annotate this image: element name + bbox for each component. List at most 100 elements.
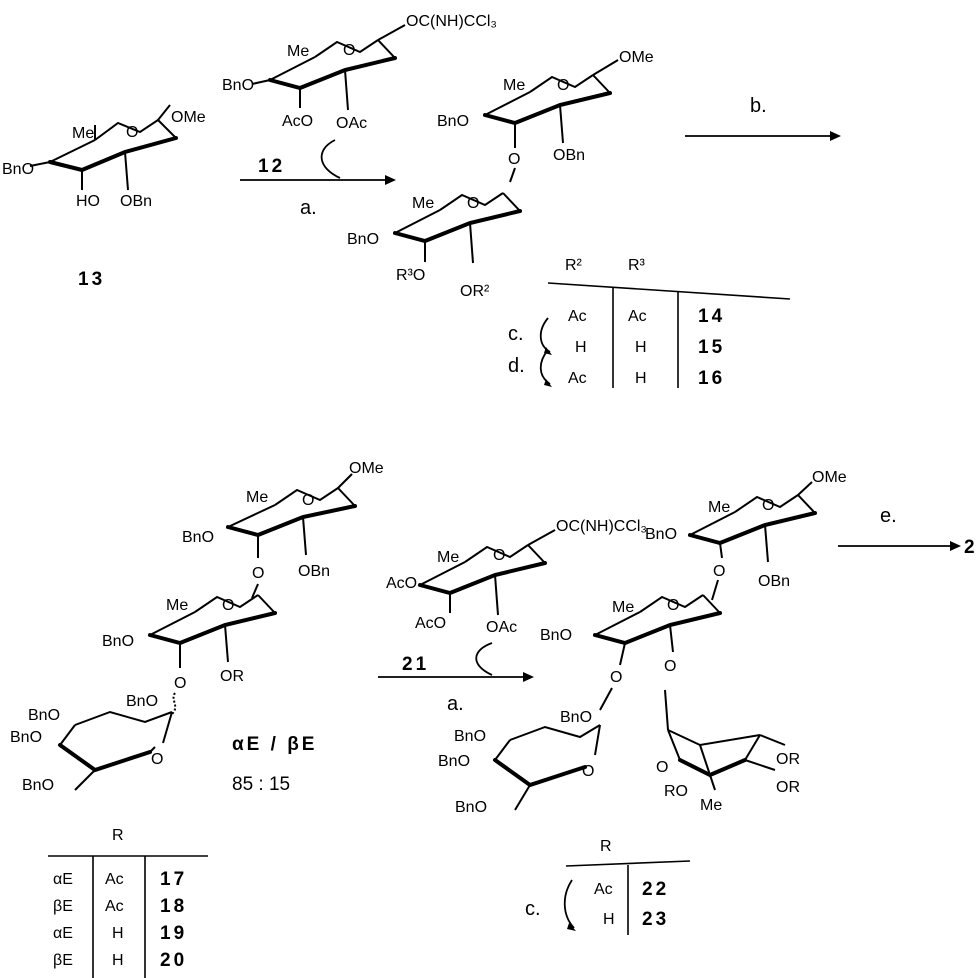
benzyloxy-label-22e: BnO [438,753,470,770]
benzyloxy-label-17c: BnO [126,693,158,710]
benzyloxy-label-14a: BnO [437,113,469,130]
obn-label-22: OBn [758,573,790,590]
table2-row3-r: H [112,925,124,942]
methyl-label-17b: Me [166,597,188,614]
table2-row1-r: Ac [105,871,124,888]
glycosidic-oxygen-22a: O [713,563,725,580]
benzyloxy-label-22b: BnO [540,627,572,644]
table1-row1-id: 14 [698,306,725,327]
glycosidic-oxygen-17a: O [252,565,264,582]
ro-label-22: RO [664,783,688,800]
hydroxy-label-13: HO [76,193,100,210]
trichloroacetimidate-label-12: OC(NH)CCl₃ [406,13,497,30]
ring-oxygen-22b: O [667,597,679,614]
acetoxy-label-12a: AcO [282,113,313,130]
glycosidic-oxygen-22b: O [610,669,622,686]
benzyloxy-label-22d: BnO [454,728,486,745]
substituent-table-14-16: R² R³ Ac Ac 14 H H 15 Ac H 16 [547,257,791,389]
trisaccharide-17-20-structure: OMe O Me BnO O OBn O Me BnO O OR BnO BnO… [10,460,384,794]
methyl-label-22c: Me [700,797,722,814]
table1-row3-r3: H [635,370,647,387]
omethyl-label-14: OMe [619,49,654,66]
benzyloxy-label-22f: BnO [455,799,487,816]
r3o-label: R³O [396,267,425,284]
condition-a-bottom: a. [447,693,464,715]
acetoxy-label-21c: OAc [486,619,517,636]
tetrasaccharide-22-23-structure: OMe O Me BnO O OBn O Me BnO O O BnO BnO … [438,469,847,816]
obn-label-13: OBn [120,193,152,210]
benzyloxy-label-22a: BnO [645,526,677,543]
table3-row1-id: 22 [642,879,669,900]
table3-row2-id: 23 [642,909,669,930]
or-label-22a: OR [776,751,800,768]
omethyl-label-13: OMe [171,109,206,126]
ring-oxygen-21: O [493,547,505,564]
curved-arrow-d [539,349,551,385]
methyl-label-12: Me [287,43,309,60]
table1-row3-id: 16 [698,368,725,389]
ring-oxygen-22a: O [762,497,774,514]
arrowhead [830,131,841,141]
compound-2-label: 2 [964,537,978,558]
ring-oxygen-14b: O [467,195,479,212]
acetoxy-label-21a: AcO [386,575,417,592]
methyl-label-22b: Me [612,599,634,616]
table2-row1-anomer: αE [53,871,73,888]
trichloroacetimidate-label-21: OC(NH)CCl₃ [556,518,647,535]
ring-oxygen-17c: O [151,751,163,768]
benzyloxy-label-17a: BnO [182,529,214,546]
compound-13-structure: OMe O Me BnO HO OBn [2,104,206,210]
obn-label-17: OBn [298,563,330,580]
arrowhead [385,175,396,185]
methyl-label-13: Me [72,125,94,142]
ring-oxygen-22d: O [656,759,668,776]
substituent-table-17-20: R αE Ac 17 βE Ac 18 αE H 19 βE H 20 [48,827,208,978]
table2-row2-r: Ac [105,898,124,915]
table2-header-r: R [112,827,124,844]
benzyloxy-label-14b: BnO [347,231,379,248]
wavy-bond [171,692,177,715]
table2-row2-id: 18 [160,896,187,917]
table1-row1-r3: Ac [628,308,647,325]
obn-label-14: OBn [553,147,585,164]
table2-row2-anomer: βE [53,898,73,915]
arrowhead [523,672,534,682]
methyl-label-14a: Me [503,77,525,94]
acetoxy-label-21b: AcO [415,615,446,632]
table2-row4-anomer: βE [53,952,73,969]
or-label-17: OR [220,668,244,685]
table1-rule [547,282,791,300]
table1-row2-r2: H [575,339,587,356]
substituent-table-22-23: R Ac 22 H 23 [565,838,691,935]
arrowhead [567,923,576,931]
ring-oxygen-14a: O [557,77,569,94]
glycosidic-oxygen-22c: O [664,658,676,675]
condition-c-2: c. [525,898,541,920]
condition-e: e. [880,505,897,527]
table1-row2-id: 15 [698,337,725,358]
table3-rule [565,860,691,867]
condition-d: d. [508,355,525,377]
table1-row1-r2: Ac [568,308,587,325]
glycosidic-oxygen-17b: O [174,675,186,692]
compound-21-label: 21 [402,654,429,675]
glycosidic-oxygen-14: O [508,151,520,168]
or2-label: OR² [460,283,490,300]
ring-oxygen-17a: O [302,492,314,509]
ring-oxygen-12: O [343,42,355,59]
arrowhead [950,541,961,551]
selectivity-ratio-value: 85 : 15 [232,774,290,795]
arrowhead [544,379,552,387]
curved-arrow-21 [475,642,493,676]
selectivity-ratio-label: αE / βE [232,734,317,755]
benzyloxy-label-17e: BnO [10,729,42,746]
curved-arrow-c2 [563,879,575,929]
compound-13-label: 13 [78,269,105,290]
compound-21-structure: OC(NH)CCl₃ O Me AcO AcO OAc [386,518,647,636]
methyl-label-17a: Me [246,489,268,506]
compound-12-label: 12 [258,156,285,177]
table2-row1-id: 17 [160,869,187,890]
benzyloxy-label-12: BnO [222,77,254,94]
curved-arrow-12 [320,139,341,179]
